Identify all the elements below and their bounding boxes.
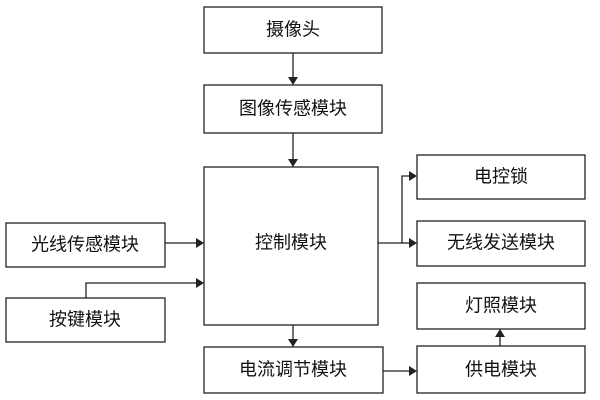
node-electric-lock-label: 电控锁: [474, 167, 528, 188]
edge-control-to-current-regulator: [288, 325, 298, 347]
node-lighting-label: 灯照模块: [465, 296, 537, 317]
edge-light-sensor-to-control: [165, 238, 204, 248]
edge-power-supply-to-lighting: [495, 329, 505, 346]
node-image-sensor: 图像传感模块: [203, 84, 383, 134]
node-wireless-tx: 无线发送模块: [416, 220, 586, 267]
node-camera-label: 摄像头: [266, 20, 320, 41]
node-keypad-label: 按键模块: [49, 310, 121, 331]
node-keypad: 按键模块: [5, 297, 166, 343]
node-power-supply: 供电模块: [416, 345, 586, 394]
edge-keypad-to-control: [85, 278, 204, 298]
edge-control-to-electric-lock: [378, 171, 417, 244]
node-power-supply-label: 供电模块: [465, 360, 537, 381]
node-camera: 摄像头: [203, 6, 383, 54]
connectors: [85, 53, 505, 376]
node-image-sensor-label: 图像传感模块: [239, 99, 347, 120]
node-electric-lock: 电控锁: [416, 154, 586, 200]
node-current-regulator: 电流调节模块: [203, 346, 384, 394]
node-control-label: 控制模块: [255, 233, 327, 254]
node-control: 控制模块: [203, 166, 379, 326]
edge-control-to-wireless-tx: [402, 238, 417, 248]
edge-image-sensor-to-control: [288, 133, 298, 167]
edge-camera-to-image-sensor: [288, 53, 298, 85]
edge-current-regulator-to-power-supply: [383, 366, 417, 376]
node-wireless-tx-label: 无线发送模块: [447, 233, 555, 254]
node-light-sensor: 光线传感模块: [5, 222, 166, 268]
node-light-sensor-label: 光线传感模块: [31, 235, 139, 256]
node-lighting: 灯照模块: [416, 282, 586, 330]
node-current-regulator-label: 电流调节模块: [239, 360, 347, 381]
